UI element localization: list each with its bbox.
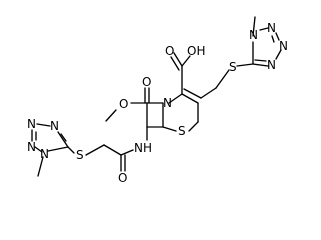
bond bbox=[275, 32, 280, 41]
bond bbox=[252, 16, 256, 37]
atom-label-tetrazole-right-n2: N bbox=[267, 21, 276, 35]
atom-label-s-thioether-right: S bbox=[229, 60, 237, 74]
bond bbox=[181, 55, 191, 67]
structure-drawing: OH O O O N S NH O S S N N N N N N N N bbox=[27, 16, 288, 185]
atom-label-tetrazole-right-n1: N bbox=[249, 28, 258, 42]
atom-label-tetrazole-left-n2: N bbox=[27, 117, 36, 131]
bond bbox=[236, 63, 254, 67]
atom-label-o-carbonyl-acid: O bbox=[165, 44, 174, 58]
bond bbox=[254, 59, 267, 62]
bond bbox=[188, 121, 199, 132]
bond bbox=[85, 144, 105, 156]
bond-layer bbox=[31, 16, 282, 177]
atom-label-o-betalactam: O bbox=[142, 75, 151, 89]
atom-label-tetrazole-right-n4: N bbox=[267, 58, 276, 72]
bond bbox=[103, 144, 122, 156]
bond bbox=[170, 56, 180, 71]
atom-label-tetrazole-left-n4: N bbox=[40, 147, 49, 161]
bond bbox=[60, 133, 67, 142]
bond bbox=[215, 69, 230, 89]
bond bbox=[181, 93, 199, 104]
atom-label-o-amide: O bbox=[118, 171, 127, 185]
atom-label-oh: OH bbox=[187, 44, 205, 58]
atom-label-s-thioether-left: S bbox=[76, 148, 84, 162]
atom-label-tetrazole-left-n1: N bbox=[50, 119, 59, 133]
bond bbox=[37, 156, 44, 177]
bond bbox=[200, 87, 217, 99]
bond bbox=[34, 146, 43, 153]
molecule-canvas: OH O O O N S NH O S S N N N N N N N N bbox=[27, 16, 288, 185]
bond bbox=[252, 63, 269, 67]
atom-label-tetrazole-right-n3: N bbox=[279, 39, 288, 53]
bond bbox=[275, 49, 282, 60]
bond bbox=[120, 149, 134, 156]
bond bbox=[259, 27, 269, 31]
atom-label-s-ring: S bbox=[178, 124, 186, 138]
bond bbox=[57, 131, 69, 148]
atom-label-n-lactam: N bbox=[163, 96, 172, 110]
bond bbox=[67, 146, 75, 154]
bond bbox=[162, 126, 177, 132]
atom-label-layer: OH O O O N S NH O S S N N N N N N N N bbox=[27, 21, 288, 185]
bond bbox=[168, 93, 183, 104]
bond bbox=[105, 109, 117, 122]
bond bbox=[271, 35, 275, 43]
bond bbox=[47, 146, 69, 152]
bond bbox=[173, 52, 183, 67]
bond bbox=[183, 88, 202, 99]
atom-label-tetrazole-left-n3: N bbox=[27, 140, 36, 154]
atom-label-nh: NH bbox=[134, 141, 152, 155]
bond bbox=[36, 123, 51, 127]
atom-label-o-methoxy: O bbox=[119, 97, 128, 111]
